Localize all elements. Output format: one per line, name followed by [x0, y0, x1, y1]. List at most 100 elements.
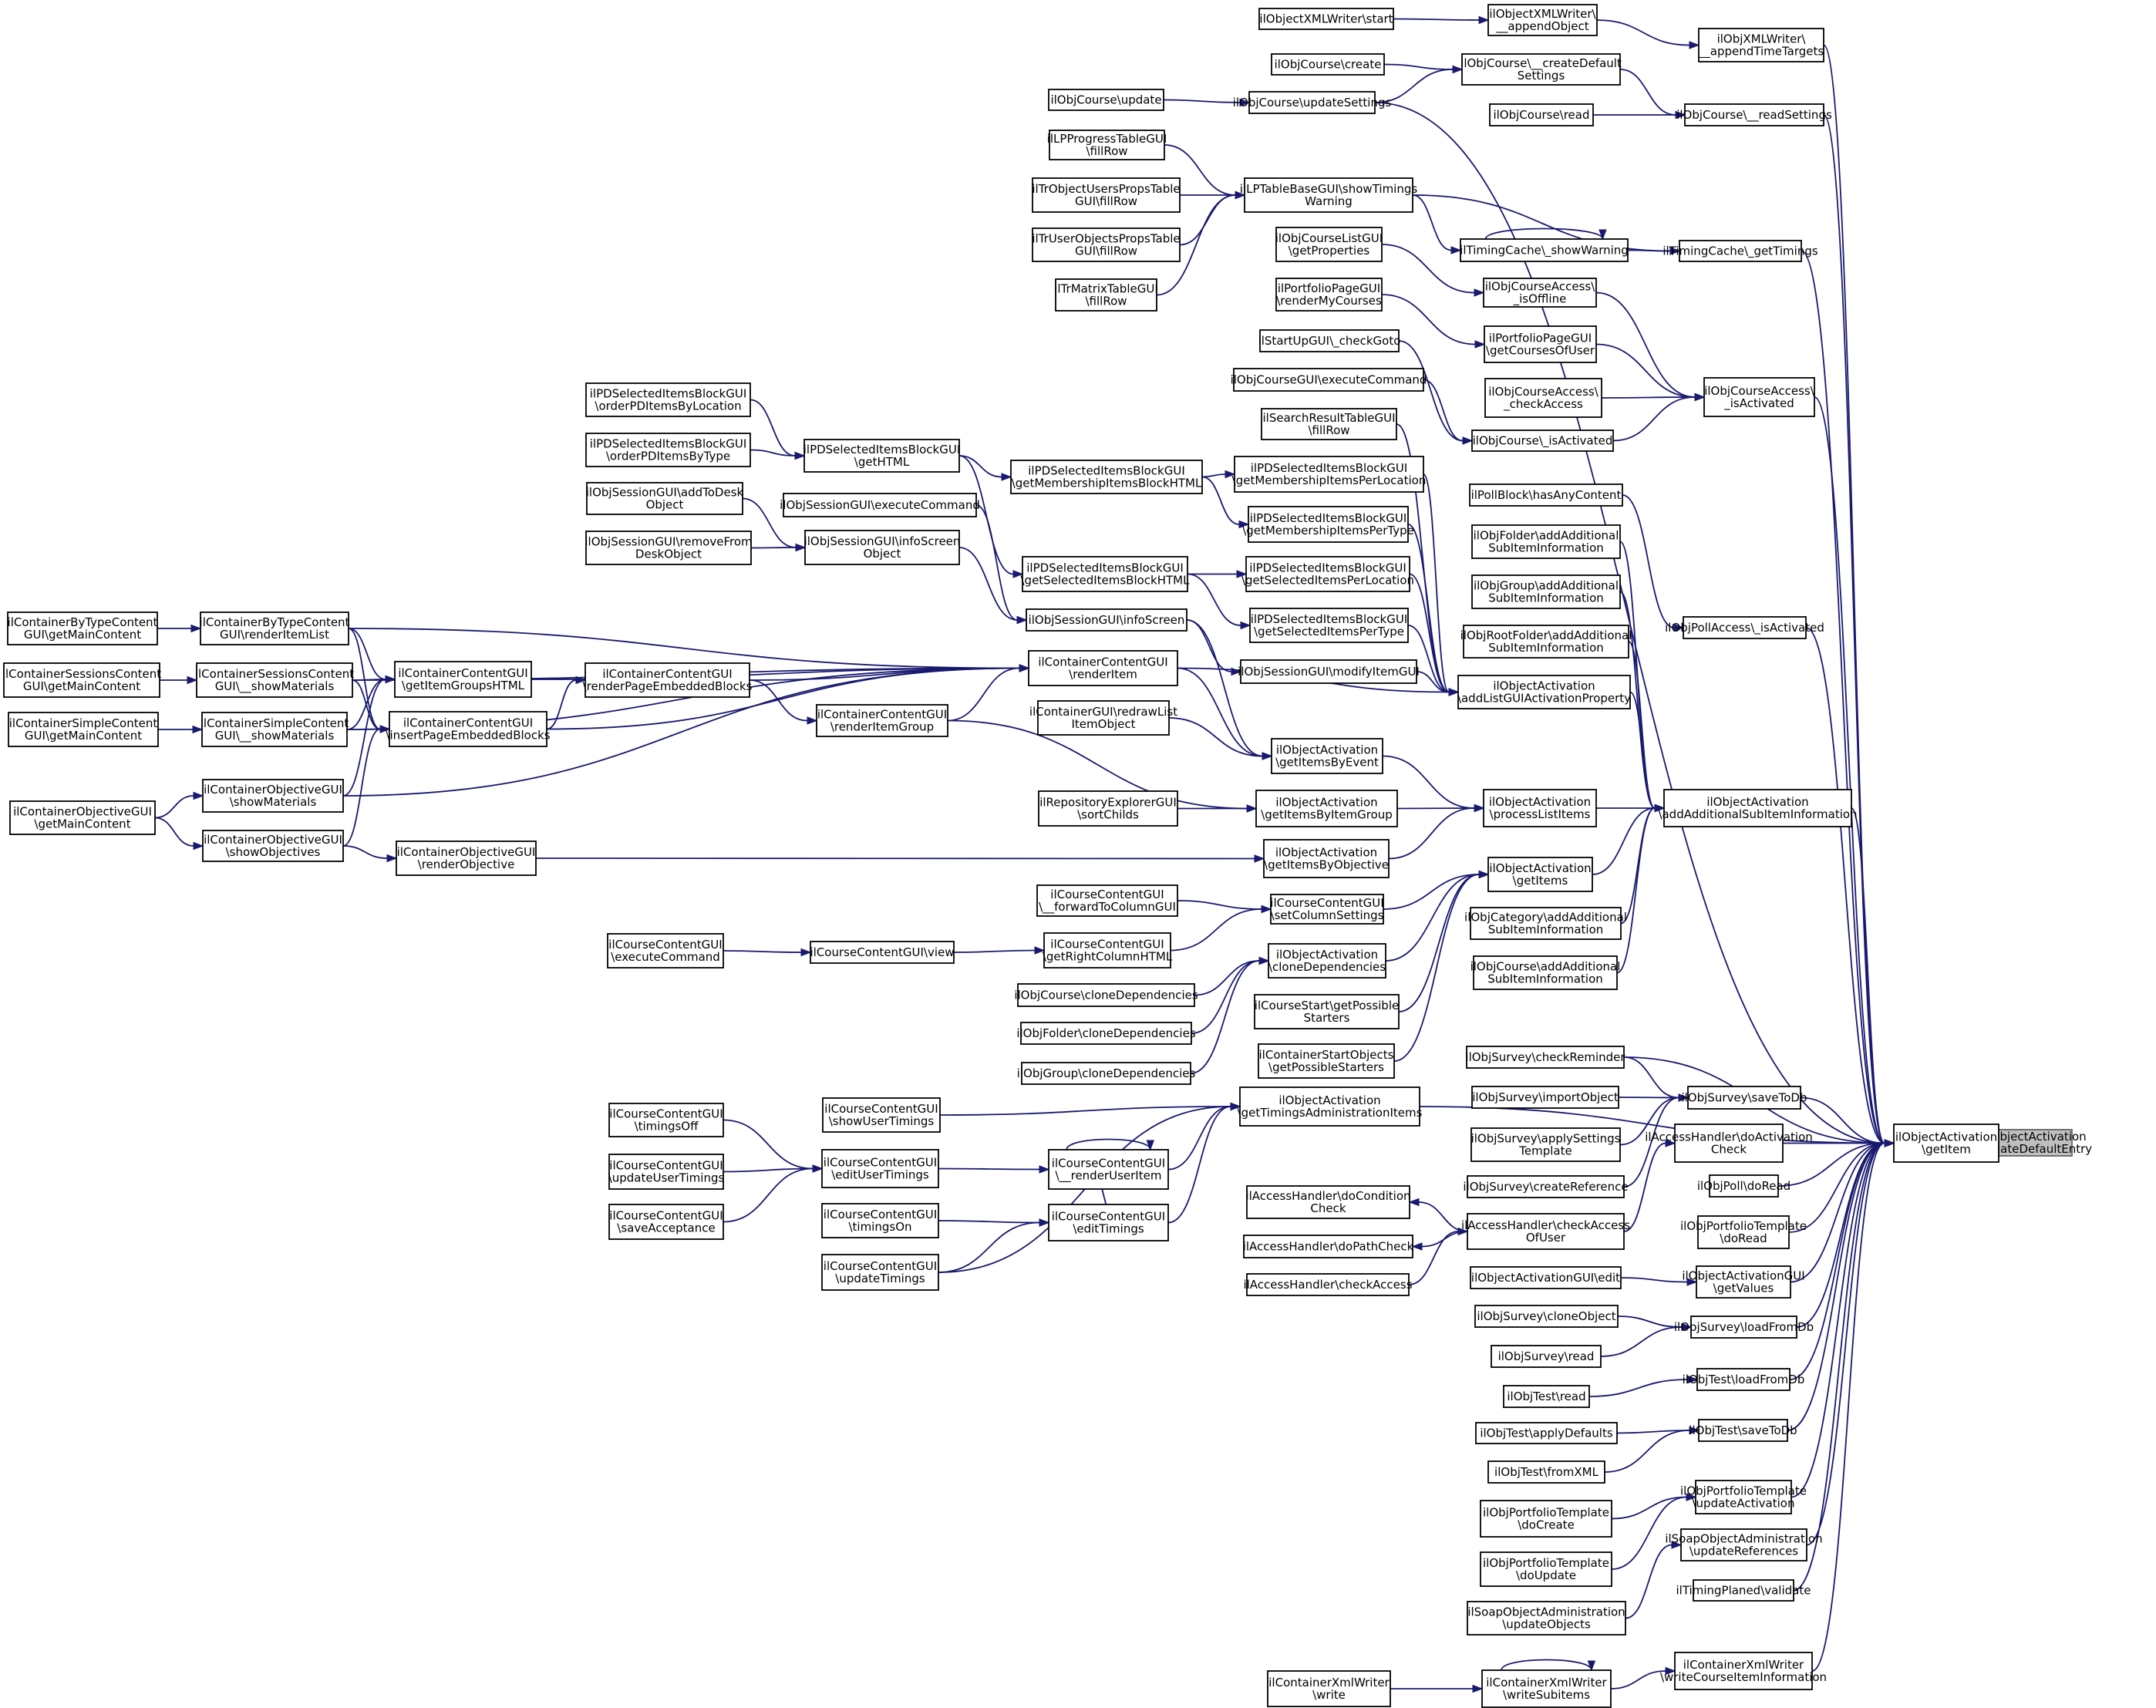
function-node[interactable]: ilContainerSessionsContentGUI\getMainCon…	[2, 662, 161, 698]
function-node[interactable]: ilObjSurvey\checkReminder	[1465, 1046, 1625, 1069]
function-node[interactable]: ilContainerSimpleContentGUI\getMainConte…	[8, 712, 159, 747]
function-node[interactable]: ilCourseContentGUI\view	[810, 941, 955, 964]
function-node[interactable]: ilObjPortfolioTemplate\doUpdate	[1480, 1551, 1612, 1587]
function-node[interactable]: ilPDSelectedItemsBlockGUI\getSelectedIte…	[1249, 608, 1409, 643]
function-node[interactable]: ilObjCourse\_isActivated	[1471, 430, 1614, 452]
function-node[interactable]: ilObjSurvey\read	[1491, 1345, 1602, 1368]
function-node[interactable]: ilPDSelectedItemsBlockGUI\getMembershipI…	[1242, 506, 1414, 543]
function-node[interactable]: ilObjCourse\read	[1489, 103, 1594, 126]
function-node[interactable]: ilCourseContentGUI\timingsOn	[821, 1203, 939, 1238]
function-node[interactable]: ilCourseContentGUI\editUserTimings	[821, 1149, 939, 1188]
function-node[interactable]: ilObjectActivationGUI\getValues	[1682, 1265, 1805, 1299]
function-node[interactable]: ilPollBlock\hasAnyContent	[1469, 483, 1623, 507]
function-node[interactable]: ilCourseContentGUI\setColumnSettings	[1270, 894, 1384, 925]
function-node[interactable]: ilStartUpGUI\_checkGoto	[1258, 329, 1401, 352]
function-node[interactable]: ilObjSurvey\saveToDb	[1681, 1086, 1807, 1110]
function-node[interactable]: ilContainerContentGUI\renderItemGroup	[816, 704, 948, 737]
function-node[interactable]: ilObjCourse\addAdditionalSubItemInformat…	[1470, 955, 1621, 990]
function-node[interactable]: ilObjCourse\update	[1048, 89, 1164, 111]
function-node[interactable]: ilCourseContentGUI\__forwardToColumnGUI	[1036, 884, 1178, 917]
function-node[interactable]: ilTimingCache\_showWarning	[1460, 238, 1629, 262]
function-node[interactable]: ilObjPoll\doRead	[1697, 1174, 1790, 1198]
function-node[interactable]: ilContainerByTypeContentGUI\getMainConte…	[7, 611, 158, 645]
function-node[interactable]: ilObjFolder\addAdditionalSubItemInformat…	[1471, 524, 1621, 559]
function-node[interactable]: ilObjRootFolder\addAdditionalSubItemInfo…	[1460, 625, 1632, 659]
function-node[interactable]: ilObjCourse\updateSettings	[1233, 91, 1392, 114]
function-node[interactable]: ilCourseContentGUI\timingsOff	[608, 1103, 724, 1137]
function-node[interactable]: ilObjPortfolioTemplate\doCreate	[1480, 1500, 1612, 1538]
function-node[interactable]: ilContainerObjectiveGUI\getMainContent	[9, 800, 156, 835]
function-node[interactable]: ilObjSessionGUI\modifyItemGUI	[1238, 659, 1420, 684]
function-node[interactable]: ilObjTest\read	[1503, 1385, 1590, 1408]
function-node[interactable]: ilObjPortfolioTemplate\doRead	[1680, 1215, 1807, 1249]
function-node[interactable]: ilObjGroup\cloneDependencies	[1017, 1062, 1196, 1085]
function-node[interactable]: ilCourseContentGUI\saveAcceptance	[608, 1204, 724, 1240]
function-node[interactable]: ilObjectActivation\getItemsByEvent	[1271, 738, 1383, 774]
function-node[interactable]: ilObjectActivation\getItems	[1487, 857, 1593, 892]
function-node[interactable]: ilPDSelectedItemsBlockGUI\getMembershipI…	[1232, 456, 1427, 493]
function-node[interactable]: ilCourseContentGUI\__renderUserItem	[1048, 1149, 1169, 1190]
function-node[interactable]: ilObjectXMLWriter\__appendObject	[1487, 4, 1598, 36]
function-node[interactable]: ilObjTest\saveToDb	[1689, 1419, 1797, 1442]
function-node[interactable]: ilContainerContentGUI\renderItem	[1028, 650, 1178, 686]
function-node[interactable]: ilObjTest\fromXML	[1487, 1460, 1605, 1484]
function-node[interactable]: ilContainerSessionsContentGUI\__showMate…	[195, 662, 354, 698]
function-node[interactable]: ilObjCourseAccess\_isOffline	[1483, 278, 1597, 308]
function-node[interactable]: ilContainerObjectiveGUI\showMaterials	[202, 779, 344, 813]
function-node[interactable]: ilPDSelectedItemsBlockGUI\getSelectedIte…	[1241, 556, 1414, 592]
function-node[interactable]: ilAccessHandler\doPathCheck	[1243, 1235, 1414, 1258]
function-node[interactable]: ilObjectActivation\getItemsByObjective	[1263, 839, 1390, 878]
function-node[interactable]: ilObjectActivationGUI\edit	[1470, 1266, 1622, 1289]
function-node[interactable]: ilObjTest\loadFromDb	[1683, 1368, 1805, 1391]
function-node[interactable]: ilContainerStartObjects\getPossibleStart…	[1258, 1043, 1395, 1079]
function-node[interactable]: ilCourseContentGUI\editTimings	[1048, 1204, 1169, 1241]
function-node[interactable]: ilCourseStart\getPossibleStarters	[1254, 994, 1400, 1029]
function-node[interactable]: ilPDSelectedItemsBlockGUI\orderPDItemsBy…	[585, 382, 751, 417]
function-node[interactable]: ilPDSelectedItemsBlockGUI\getHTML	[803, 439, 961, 473]
function-node[interactable]: ilSoapObjectAdministration\updateObjects	[1467, 1601, 1626, 1636]
function-node[interactable]: ilObjSurvey\importObject	[1471, 1086, 1619, 1109]
function-node[interactable]: ilObjXMLWriter\__appendTimeTargets	[1698, 28, 1824, 62]
function-node[interactable]: ilObjTest\applyDefaults	[1475, 1422, 1618, 1444]
function-node[interactable]: ilLPProgressTableGUI\fillRow	[1047, 130, 1167, 160]
function-node[interactable]: ilObjCategory\addAdditionalSubItemInform…	[1464, 907, 1627, 940]
function-node[interactable]: ilObjCourseGUI\executeCommand	[1231, 368, 1427, 392]
function-node[interactable]: ilObjectActivation\cloneDependencies	[1268, 943, 1386, 979]
function-node[interactable]: ilObjectXMLWriter\start	[1258, 8, 1394, 30]
function-node[interactable]: ilObjSurvey\cloneObject	[1474, 1305, 1619, 1328]
function-node[interactable]: ilContainerXmlWriter\writeSubitems	[1481, 1669, 1612, 1708]
function-node[interactable]: ilCourseContentGUI\showUserTimings	[822, 1097, 941, 1133]
function-node[interactable]: ilContainerSimpleContentGUI\__showMateri…	[200, 712, 349, 747]
function-node[interactable]: ilObjCourseAccess\_isActivated	[1703, 377, 1815, 417]
function-node[interactable]: ilObjectActivation\getItemsByItemGroup	[1255, 790, 1398, 827]
function-node[interactable]: ilCourseContentGUI\updateTimings	[821, 1254, 939, 1291]
function-node[interactable]: ilAccessHandler\checkAccess	[1243, 1273, 1413, 1296]
function-node[interactable]: ilCourseContentGUI\getRightColumnHTML	[1043, 932, 1173, 969]
function-node[interactable]: ilObjSessionGUI\executeCommand	[780, 493, 980, 517]
function-node[interactable]: ilPDSelectedItemsBlockGUI\getSelectedIte…	[1021, 556, 1191, 592]
function-node[interactable]: ilObjectActivation\addAdditionalSubItemI…	[1658, 789, 1858, 827]
function-node[interactable]: ilContainerObjectiveGUI\renderObjective	[396, 841, 537, 876]
function-node[interactable]: ilObjCourse\cloneDependencies	[1014, 983, 1198, 1007]
function-node[interactable]: ilObjSurvey\loadFromDb	[1674, 1316, 1814, 1339]
function-node[interactable]: ilTimingPlaned\validate	[1676, 1579, 1811, 1602]
function-node[interactable]: ilContainerContentGUI\renderPageEmbedded…	[583, 662, 753, 698]
function-node[interactable]: ilContainerXmlWriter\writeCourseItemInfo…	[1660, 1652, 1827, 1690]
function-node[interactable]: ilSearchResultTableGUI\fillRow	[1261, 408, 1397, 440]
function-node[interactable]: ilObjCourseListGUI\getProperties	[1275, 227, 1383, 262]
function-node[interactable]: ilContainerContentGUI\getItemGroupsHTML	[394, 661, 532, 698]
function-node[interactable]: ilContainerContentGUI\insertPageEmbedded…	[386, 711, 551, 747]
function-node[interactable]: ilTrMatrixTableGUI\fillRow	[1054, 278, 1158, 312]
function-node[interactable]: ilContainerObjectiveGUI\showObjectives	[202, 830, 344, 862]
function-node[interactable]: ilPDSelectedItemsBlockGUI\orderPDItemsBy…	[585, 433, 751, 467]
